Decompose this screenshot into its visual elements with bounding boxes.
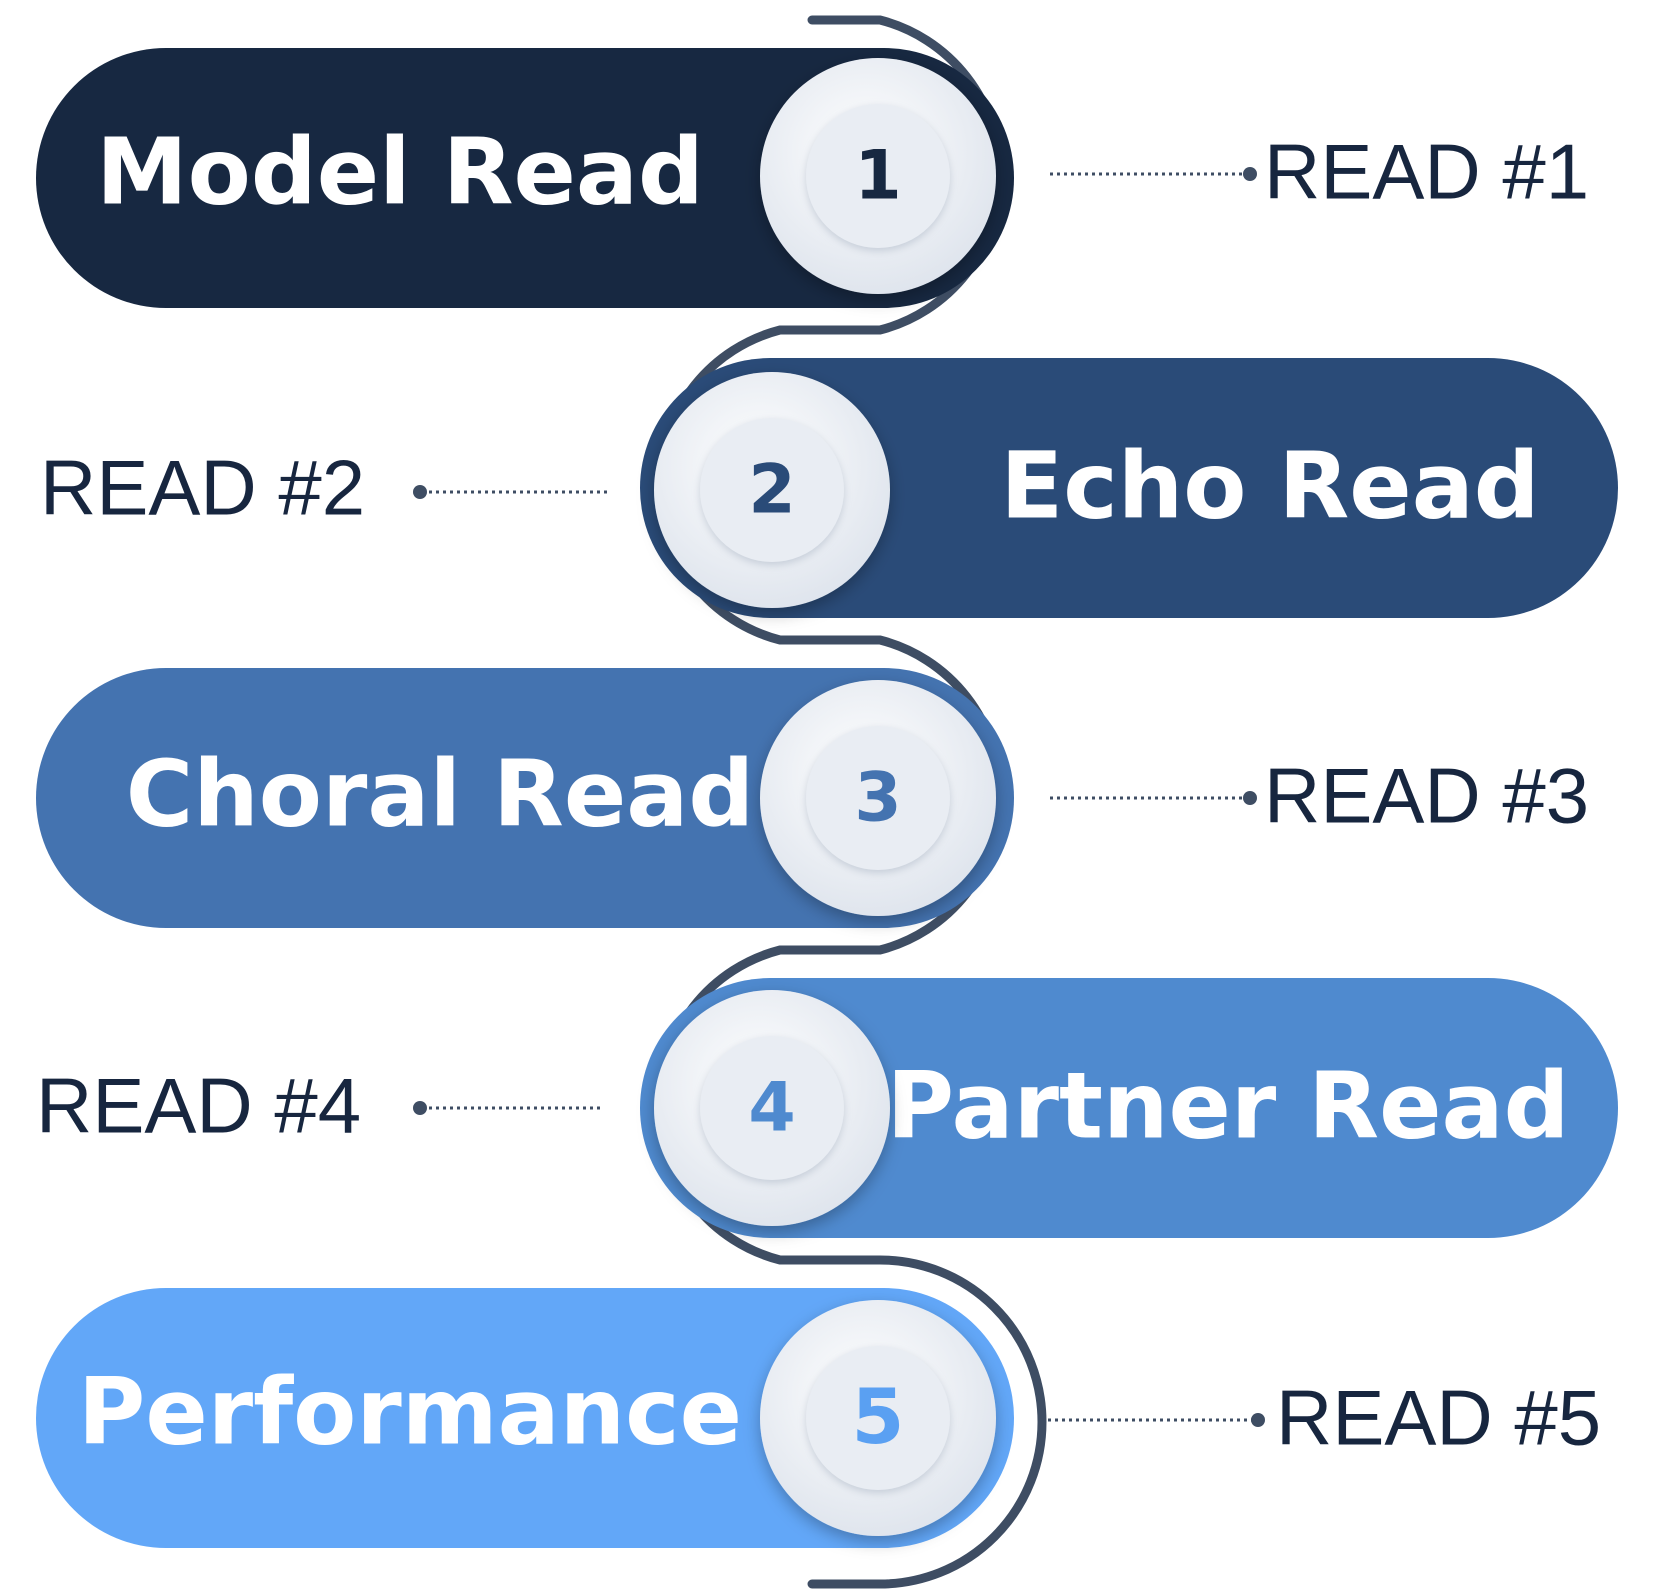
- step-1-title: Model Read: [96, 118, 704, 225]
- step-1-number: 1: [854, 137, 901, 216]
- step-5-connector-dot: [1251, 1413, 1265, 1427]
- step-5-node-inner: [806, 1346, 950, 1490]
- step-5-read-label: READ #5: [1276, 1374, 1601, 1462]
- step-3-read-label: READ #3: [1264, 752, 1589, 840]
- step-2-pill: [640, 358, 1618, 618]
- step-2-connector-dot: [413, 485, 427, 499]
- step-4-pill: [640, 978, 1618, 1238]
- step-3-connector-dot: [1243, 791, 1257, 805]
- step-5-node: 5: [760, 1300, 996, 1536]
- step-2-node-inner: [700, 418, 844, 562]
- step-1-connector-dot: [1243, 167, 1257, 181]
- step-1-read-label: READ #1: [1264, 128, 1589, 216]
- step-2-number: 2: [748, 451, 795, 530]
- step-5-number: 5: [852, 1372, 905, 1461]
- step-3-number: 3: [854, 759, 901, 838]
- step-4: Partner Read 4 READ #4: [36, 978, 1618, 1238]
- step-4-node: 4: [654, 990, 890, 1226]
- step-2-read-label: READ #2: [40, 444, 365, 532]
- step-4-node-inner: [700, 1036, 844, 1180]
- step-4-read-label: READ #4: [36, 1062, 361, 1150]
- step-3-pill: [36, 668, 1014, 928]
- step-3-node: 3: [760, 680, 996, 916]
- step-1-node-inner: [806, 104, 950, 248]
- step-3-node-inner: [806, 726, 950, 870]
- step-1-node: 1: [760, 58, 996, 294]
- step-3-title: Choral Read: [126, 740, 754, 847]
- step-1: Model Read 1 READ #1: [36, 48, 1589, 308]
- step-5-pill: [36, 1288, 1014, 1548]
- step-4-number: 4: [748, 1069, 795, 1148]
- step-4-title: Partner Read: [887, 1052, 1570, 1159]
- step-3: Choral Read 3 READ #3: [36, 668, 1589, 928]
- step-4-connector-dot: [413, 1101, 427, 1115]
- step-2: Echo Read 2 READ #2: [40, 358, 1618, 618]
- step-2-node: 2: [654, 372, 890, 608]
- step-5: Performance 5 READ #5: [36, 1288, 1601, 1548]
- step-1-pill: [36, 48, 1014, 308]
- step-5-title: Performance: [78, 1358, 742, 1465]
- step-2-title: Echo Read: [1000, 432, 1539, 539]
